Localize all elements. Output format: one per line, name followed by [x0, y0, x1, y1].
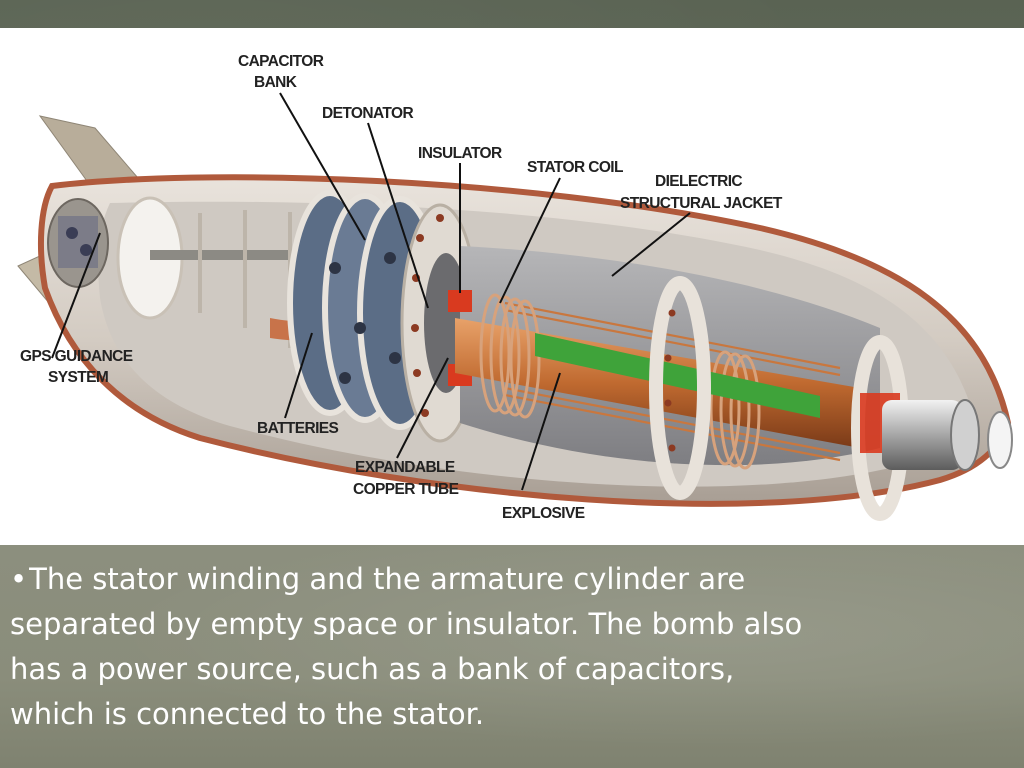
label-explosive: EXPLOSIVE — [502, 505, 585, 522]
label-capacitor-bank-line2: BANK — [254, 74, 298, 91]
caption-text: The stator winding and the armature cyli… — [10, 562, 803, 731]
bullet-marker: • — [10, 562, 28, 596]
label-gps-line2: SYSTEM — [48, 369, 108, 386]
label-detonator: DETONATOR — [322, 105, 413, 122]
capacitor-bank — [287, 190, 443, 430]
label-stator-coil: STATOR COIL — [527, 159, 623, 176]
e-bomb-cutaway-diagram: CAPACITOR BANK DETONATOR INSULATOR STATO… — [17, 53, 1013, 522]
label-batteries: BATTERIES — [257, 420, 339, 437]
label-dielectric-line2: STRUCTURAL JACKET — [620, 195, 783, 212]
nose-section — [851, 335, 1013, 521]
stator-coil-windings — [504, 301, 841, 462]
label-capacitor-bank-line1: CAPACITOR — [238, 53, 324, 70]
label-gps-line1: GPS GUIDANCE — [20, 348, 133, 365]
caption-panel: •The stator winding and the armature cyl… — [0, 545, 1024, 768]
middle-bulkhead — [649, 276, 711, 500]
label-dielectric-line1: DIELECTRIC — [655, 173, 742, 190]
label-insulator: INSULATOR — [418, 145, 502, 162]
label-copper-tube-line2: COPPER TUBE — [353, 481, 459, 498]
explosive-charge — [535, 333, 820, 418]
caption-text-block: •The stator winding and the armature cyl… — [10, 557, 810, 737]
stator-coil-rings — [479, 293, 761, 470]
gps-guidance-section — [47, 198, 109, 288]
diagram-panel: CAPACITOR BANK DETONATOR INSULATOR STATO… — [0, 28, 1024, 545]
label-copper-tube-line1: EXPANDABLE — [355, 459, 455, 476]
insulator-top — [448, 290, 472, 312]
label-leader-lines — [51, 92, 691, 491]
